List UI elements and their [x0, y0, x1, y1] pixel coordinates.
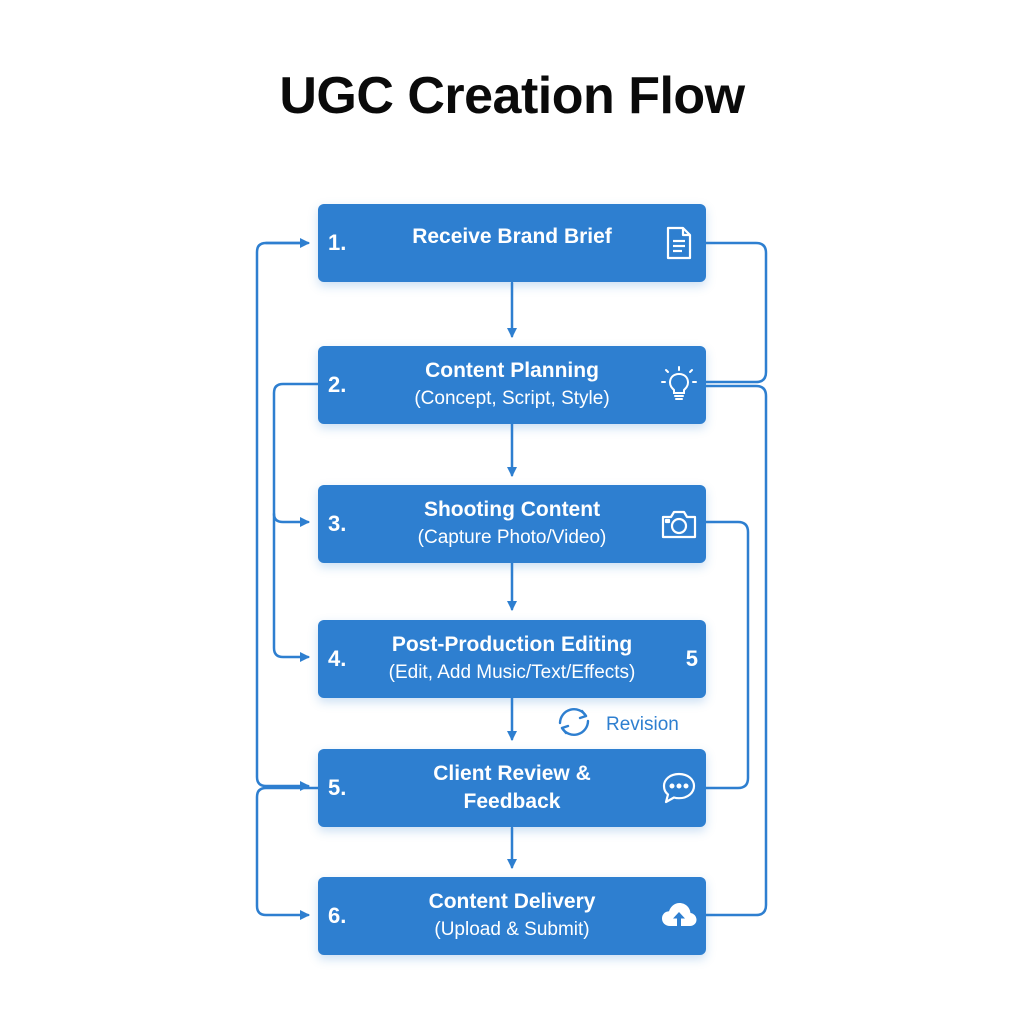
- step-shooting-content: 3. Shooting Content (Capture Photo/Video…: [318, 485, 706, 563]
- step-client-review-feedback: 5. Client Review & Feedback: [318, 749, 706, 827]
- left-loop-to-step1: [255, 241, 310, 791]
- left-inner-loop: [272, 382, 320, 662]
- step-title: Content Delivery: [428, 890, 596, 913]
- step-number: 3.: [328, 511, 347, 536]
- step-title: Receive Brand Brief: [412, 225, 612, 248]
- step-number: 4.: [328, 646, 347, 671]
- right-loop-1-2: [704, 241, 768, 384]
- step-number: 1.: [328, 230, 347, 255]
- step-subtitle: (Edit, Add Music/Text/Effects): [388, 662, 636, 683]
- side-label: 5: [685, 646, 698, 671]
- right-loop-3-5: [704, 520, 750, 790]
- left-inner-to-step3: [272, 512, 310, 527]
- step-number: 2.: [328, 372, 347, 397]
- lightbulb-icon: [660, 366, 698, 404]
- right-loop-2-6: [704, 384, 768, 917]
- revision-indicator: Revision: [552, 705, 679, 745]
- step-number: 6.: [328, 903, 347, 928]
- step-receive-brand-brief: 1. Receive Brand Brief: [318, 204, 706, 282]
- step-subtitle: (Capture Photo/Video): [417, 527, 607, 548]
- step-content-delivery: 6. Content Delivery (Upload & Submit): [318, 877, 706, 955]
- step-number: 5.: [328, 775, 347, 800]
- step-title: Shooting Content: [423, 498, 601, 521]
- chat-bubble-icon: [660, 769, 698, 807]
- refresh-icon: [552, 703, 596, 747]
- step-post-production-editing: 4. Post-Production Editing (Edit, Add Mu…: [318, 620, 706, 698]
- step-subtitle: (Upload & Submit): [434, 919, 590, 940]
- step-title: Content Planning: [425, 359, 599, 382]
- step-title: Post-Production Editing: [391, 633, 633, 656]
- left-loop-to-step6: [255, 786, 320, 920]
- cloud-upload-icon: [660, 897, 698, 935]
- revision-label: Revision: [606, 714, 679, 735]
- camera-icon: [660, 505, 698, 543]
- step-subtitle: (Concept, Script, Style): [414, 388, 610, 409]
- step-title-continued: Feedback: [463, 790, 561, 813]
- page-title: UGC Creation Flow: [279, 67, 745, 125]
- step-title: Client Review &: [433, 762, 591, 785]
- step-content-planning: 2. Content Planning (Concept, Script, St…: [318, 346, 706, 424]
- document-icon: [660, 224, 698, 262]
